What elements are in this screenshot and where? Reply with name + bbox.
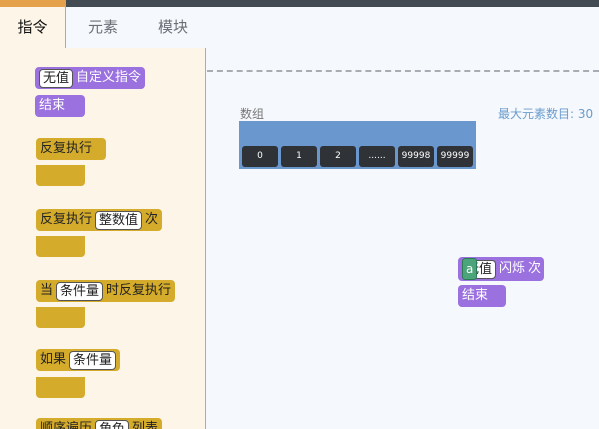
tab-elements[interactable]: 元素 [87, 18, 118, 36]
custom-command-block[interactable]: 无值 自定义指令 [35, 67, 146, 89]
repeat-while-suffix: 时反复执行 [106, 283, 172, 298]
blink-var-slot[interactable]: a [462, 258, 478, 280]
custom-command-return-slot[interactable]: 无值 [39, 68, 74, 88]
blink-command-block[interactable]: 无值 闪烁 a 次 [458, 257, 545, 281]
repeat-while-body [36, 307, 85, 328]
repeat-n-label: 反复执行 [40, 212, 93, 227]
foreach-block[interactable]: 顺序遍历 角色 列表 [36, 418, 163, 429]
custom-command-end-block[interactable]: 结束 [35, 95, 85, 117]
array-cell[interactable]: 99998 [398, 146, 434, 167]
canvas-divider [207, 70, 599, 72]
repeat-forever-label: 反复执行 [40, 141, 93, 156]
array-cell[interactable]: 1 [281, 146, 317, 167]
repeat-while-block[interactable]: 当 条件量 时反复执行 [36, 280, 176, 302]
repeat-while-condition-slot[interactable]: 条件量 [56, 281, 104, 301]
if-condition-slot[interactable]: 条件量 [69, 350, 117, 370]
foreach-label: 顺序遍历 [40, 421, 93, 429]
repeat-forever-block[interactable]: 反复执行 [36, 138, 106, 160]
repeat-n-block[interactable]: 反复执行 整数值 次 [36, 209, 163, 231]
if-body [36, 377, 85, 398]
array-cell[interactable]: 99999 [437, 146, 473, 167]
repeat-n-suffix: 次 [145, 212, 159, 227]
foreach-role-slot[interactable]: 角色 [95, 419, 130, 429]
array-label: 数组 [240, 107, 265, 121]
repeat-n-body [36, 236, 85, 257]
array-cell[interactable]: 2 [320, 146, 356, 167]
custom-command-label: 自定义指令 [76, 70, 142, 85]
tab-modules[interactable]: 模块 [157, 18, 188, 36]
repeat-n-count-slot[interactable]: 整数值 [95, 210, 143, 230]
array-widget[interactable]: 0 1 2 ...... 99998 99999 [239, 121, 476, 169]
blink-end-block[interactable]: 结束 [458, 285, 506, 307]
array-cell[interactable]: 0 [242, 146, 278, 167]
blink-end-label: 结束 [462, 288, 489, 303]
if-prefix: 如果 [40, 352, 67, 367]
foreach-suffix: 列表 [132, 421, 159, 429]
top-bar [0, 0, 599, 7]
repeat-while-prefix: 当 [40, 283, 54, 298]
tab-bar: 指令 元素 模块 [0, 7, 599, 49]
tab-instructions[interactable]: 指令 [0, 7, 66, 49]
block-palette: 无值 自定义指令 结束 反复执行 反复执行 整数值 次 当 条件量 时反复执行 … [0, 48, 206, 429]
custom-command-end-label: 结束 [39, 98, 66, 113]
blink-label: 闪烁 [499, 261, 526, 276]
if-block[interactable]: 如果 条件量 [36, 349, 121, 371]
array-cell[interactable]: ...... [359, 146, 395, 167]
repeat-forever-body [36, 165, 85, 186]
array-max-label: 最大元素数目: 30 [498, 107, 594, 121]
active-tab-accent [0, 0, 66, 7]
blink-suffix: 次 [528, 261, 542, 276]
